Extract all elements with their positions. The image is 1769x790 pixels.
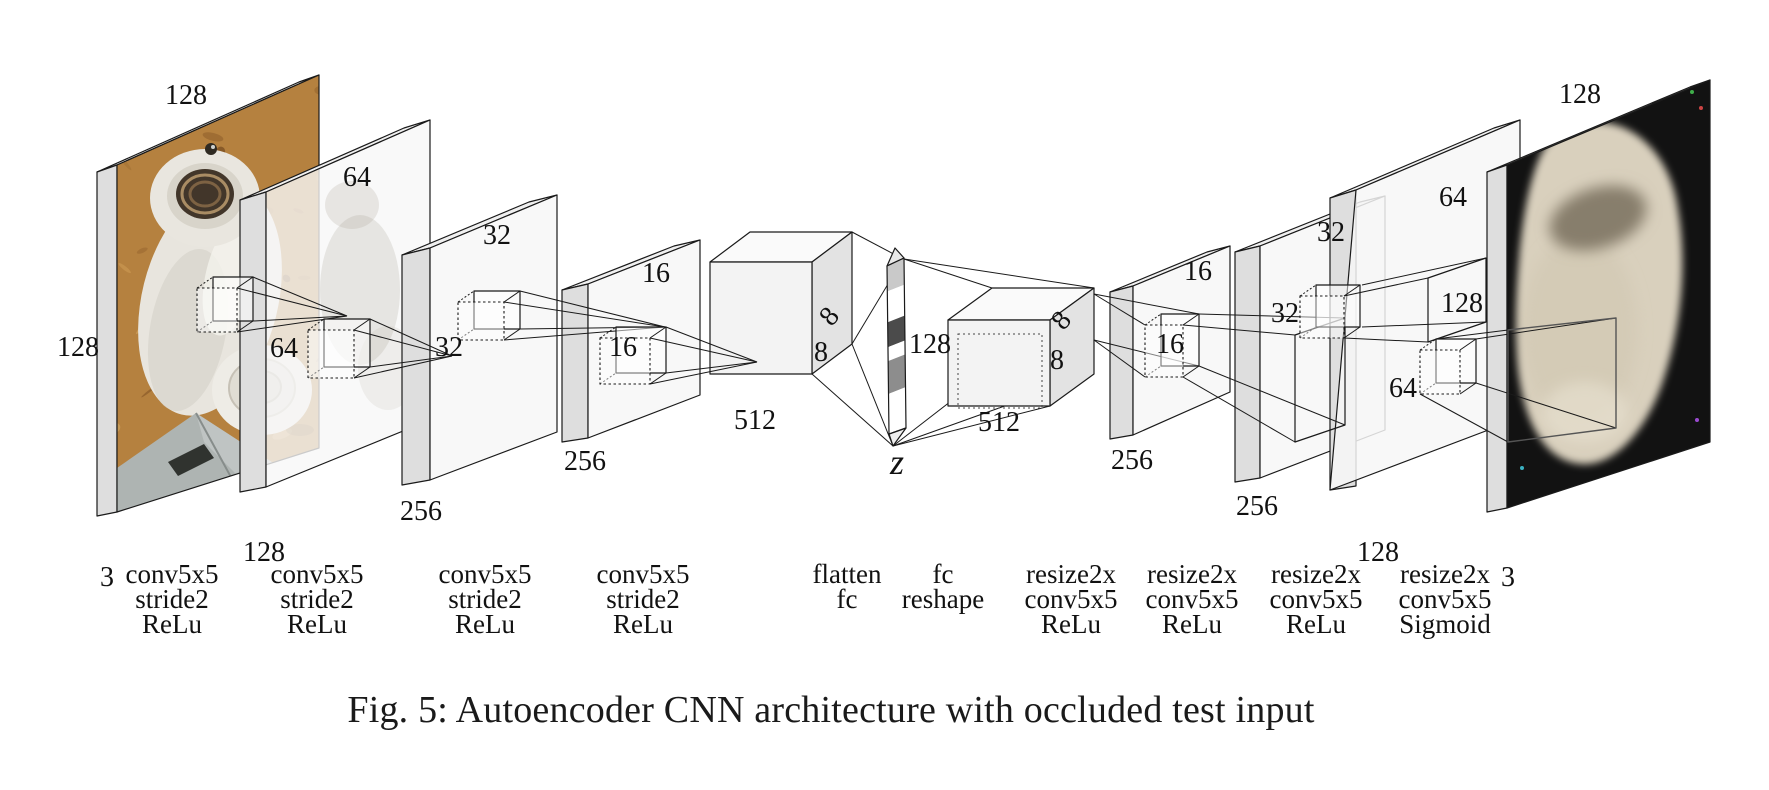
dec3-feature-panel [1329,119,1521,491]
output-channels-label: 3 [1501,562,1515,593]
enc3-width-label: 16 [642,258,670,289]
enc3-channels-label: 256 [564,446,606,477]
latent-symbol-label: z [889,442,904,482]
enc2-feature-panel [401,194,558,486]
decoder-reshape-cube [947,287,1095,409]
enc2-conv-rays [353,318,453,379]
enc3-kernel-cube [457,290,521,341]
dec0-height-label: 8 [1050,345,1064,376]
dec3-expand-cone [1343,257,1487,343]
dec2-channels-label: 256 [1236,491,1278,522]
input-height-label: 128 [57,332,99,363]
enc2-channels-label: 256 [400,496,442,527]
enc1-channels-label: 128 [243,537,285,568]
output-image-panel [1486,79,1711,513]
enc2-height-label: 32 [435,332,463,363]
encoder-conv4-cube [709,231,853,375]
input-channels-label: 3 [100,562,114,593]
dec1-kernel-cube [1144,313,1200,378]
figure-caption: Fig. 5: Autoencoder CNN architecture wit… [347,689,1315,731]
enc4-channels-label: 512 [734,405,776,436]
enc3-height-label: 16 [609,332,637,363]
input-width-label: 128 [165,80,207,111]
dec1-height-label: 16 [1156,329,1184,360]
dec2-width-label: 32 [1317,217,1345,248]
latent-size-label: 128 [909,329,951,360]
enc4-height-label: 8 [814,337,828,368]
dec1-channels-label: 256 [1111,445,1153,476]
enc4-conv-rays [649,326,758,385]
enc1-kernel-cube [196,276,254,333]
dec1-width-label: 16 [1184,256,1212,287]
flatten-funnel [811,231,904,447]
enc1-width-label: 64 [343,162,371,193]
enc2-width-label: 32 [483,220,511,251]
output-width-label: 128 [1559,79,1601,110]
dec3-height-label: 64 [1389,373,1417,404]
dec3-channels-label: 128 [1357,537,1399,568]
output-expand-cone [1419,317,1617,443]
output-photo [1507,80,1710,508]
dec2-height-label: 32 [1271,298,1299,329]
dec3-target-box [1427,257,1487,343]
dec3-kernel-cube [1419,338,1477,395]
latent-vector-bar [886,247,907,447]
dec0-channels-label: 512 [978,407,1020,438]
enc1-height-label: 64 [270,333,298,364]
output-target-box [1507,317,1617,443]
dec3-width-label: 64 [1439,182,1467,213]
dec2-kernel-cube [1299,284,1361,339]
output-conv-label: 128 [1441,288,1483,319]
